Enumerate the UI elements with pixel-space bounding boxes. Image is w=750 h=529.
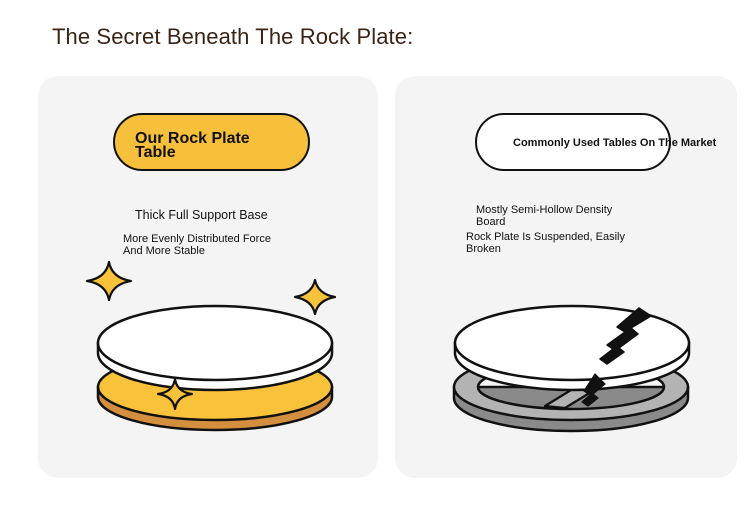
sparkle-icon <box>293 278 337 316</box>
crack-icon <box>599 307 652 365</box>
plate-top <box>453 304 691 382</box>
plate-top <box>96 304 334 382</box>
page-title: The Secret Beneath The Rock Plate: <box>52 24 414 49</box>
semi-hollow-heading: Mostly Semi-Hollow Density Board <box>476 204 612 228</box>
support-base-description: More Evenly Distributed Force And More S… <box>123 233 271 257</box>
description-line2: And More Stable <box>123 245 205 257</box>
commonly-used-tables-label: Commonly Used Tables On The Market <box>475 113 716 171</box>
support-base-heading: Thick Full Support Base <box>135 208 268 222</box>
description-line1: More Evenly Distributed Force <box>123 233 271 245</box>
description-line1: Rock Plate Is Suspended, Easily <box>466 231 625 243</box>
pill-label-line2: Table <box>135 144 176 161</box>
solid-base-table-illustration <box>85 260 337 432</box>
hollow-base-table-illustration <box>452 304 691 433</box>
our-rock-plate-table-label: Our Rock Plate Table <box>113 113 310 171</box>
heading-line2: Board <box>476 216 506 228</box>
sparkle-icon <box>156 377 194 411</box>
pill-label-line1: Our Rock Plate <box>135 130 250 147</box>
sparkle-icon <box>85 260 133 302</box>
description-line2: Broken <box>466 243 501 255</box>
crack-icon <box>581 373 606 407</box>
market-table-card: Commonly Used Tables On The Market Mostl… <box>395 76 737 478</box>
heading-line1: Mostly Semi-Hollow Density <box>476 204 613 216</box>
suspended-plate-description: Rock Plate Is Suspended, Easily Broken <box>466 231 625 255</box>
our-table-card: Our Rock Plate Table Thick Full Support … <box>38 76 378 478</box>
